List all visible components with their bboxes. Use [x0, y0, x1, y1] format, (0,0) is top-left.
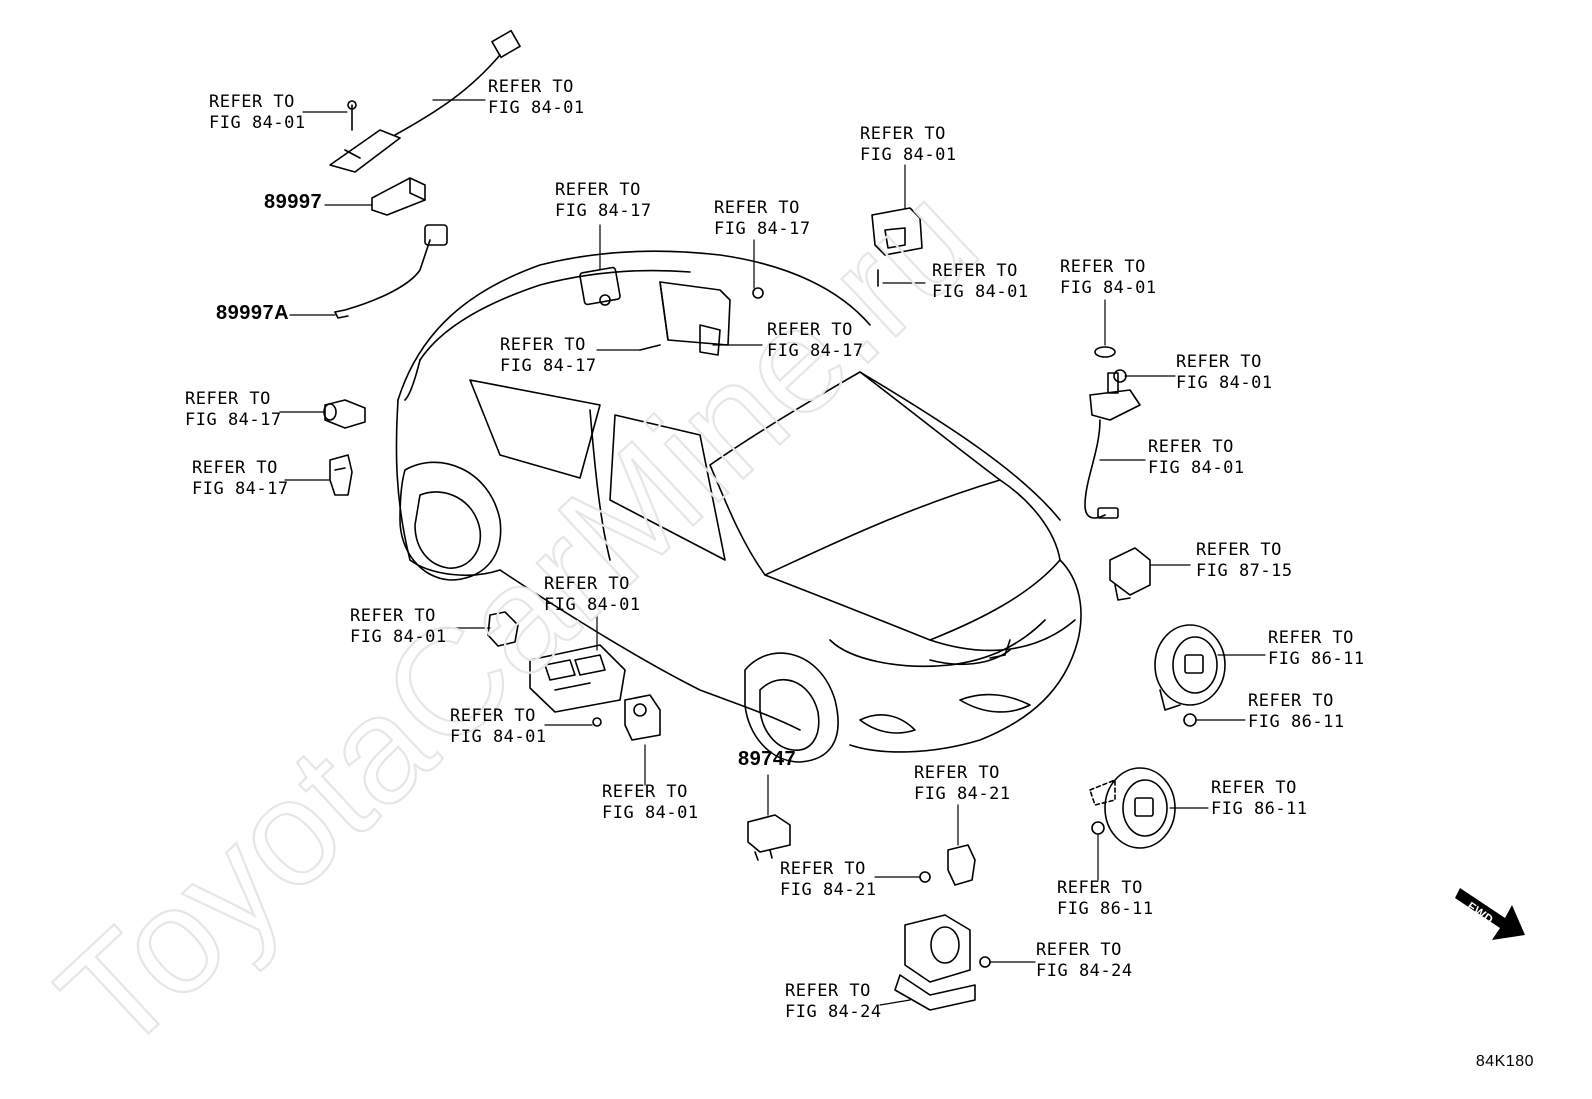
mirror-switch: [624, 694, 661, 741]
part-number-89997a: 89997A: [216, 302, 290, 324]
leader-lines: [279, 99, 1266, 1006]
part-number-89747: 89747: [738, 748, 797, 770]
sensor-89997: [371, 177, 426, 216]
siren-assembly: [894, 914, 991, 1011]
roof-sensor: [579, 266, 621, 306]
sensor-fig-84-21: [919, 844, 976, 886]
vehicle-outline: [395, 250, 1082, 763]
horn-upper: [1154, 624, 1226, 727]
bracket-sensor-left-lower: [329, 454, 353, 496]
antenna-cable-assembly: [329, 29, 521, 173]
bracket-sensor-left-upper: [323, 399, 366, 429]
switch-bank: [529, 644, 626, 713]
forward-arrow-icon: [1455, 888, 1525, 940]
switch-unit-top-right: [871, 207, 923, 287]
module-89747: [747, 814, 791, 861]
horn-lower: [1089, 767, 1176, 849]
small-switch-left: [487, 611, 519, 647]
part-number-89997: 89997: [264, 191, 323, 213]
screw-switch: [592, 717, 602, 727]
sensor-89997a: [334, 224, 448, 319]
ecu-module: [639, 281, 764, 356]
diagram-code: 84K180: [1475, 1053, 1534, 1070]
connector-sensor-right: [1109, 547, 1151, 601]
height-sensor-assembly: [1084, 346, 1141, 519]
